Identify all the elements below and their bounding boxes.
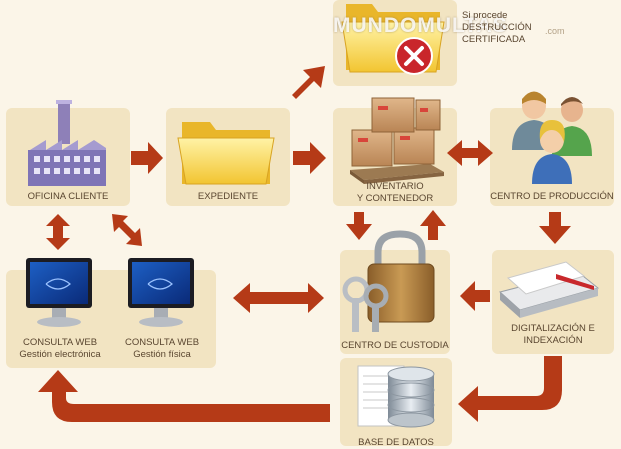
arrow-inventario-custodia <box>346 212 372 240</box>
people-group-icon <box>512 91 592 184</box>
factory-icon <box>28 100 106 186</box>
label-consulta-fisica: CONSULTA WEB Gestión física <box>124 337 200 360</box>
label-inventario: INVENTARIO Y CONTENEDOR <box>356 181 434 204</box>
arrow-custodia-inventario <box>420 210 446 240</box>
arrow-to-destruccion <box>292 66 325 99</box>
arrow-inventario-produccion <box>447 140 493 166</box>
arrow-base-datos-consulta <box>38 370 330 422</box>
label-oficina-cliente: OFICINA CLIENTE <box>27 191 109 202</box>
monitor-icon <box>26 258 92 327</box>
watermark-suffix: .com <box>545 26 565 36</box>
monitor-icon <box>128 258 194 327</box>
label-centro-produccion: CENTRO DE PRODUCCIÓN <box>490 191 614 202</box>
arrow-digitalizacion-base-datos <box>458 356 562 422</box>
label-expediente: EXPEDIENTE <box>197 191 259 202</box>
label-base-datos: BASE DE DATOS <box>358 437 434 448</box>
arrow-expediente-inventario <box>293 142 326 174</box>
label-destruccion: Si procede DESTRUCCIÓN CERTIFICADA <box>462 10 532 45</box>
flow-arrows <box>38 66 571 422</box>
arrow-oficina-consulta-e <box>46 214 70 250</box>
folder-icon <box>177 122 275 185</box>
boxes-pallet-icon <box>350 97 444 184</box>
arrow-oficina-expediente <box>131 142 163 174</box>
label-centro-custodia: CENTRO DE CUSTODIA <box>341 340 449 351</box>
arrow-oficina-consulta-f <box>112 214 142 246</box>
label-consulta-electronica: CONSULTA WEB Gestión electrónica <box>19 337 101 360</box>
arrow-digitalizacion-custodia <box>460 281 490 311</box>
watermark: MUNDOMULTAS <box>333 14 508 37</box>
folder-delete-icon <box>341 4 445 75</box>
padlock-keys-icon <box>342 230 435 332</box>
scanner-icon <box>498 261 600 318</box>
arrow-produccion-digitalizacion <box>539 212 571 244</box>
arrow-consulta-custodia <box>233 283 324 313</box>
label-digitalizacion: DIGITALIZACIÓN E INDEXACIÓN <box>511 323 595 346</box>
database-icon <box>357 365 435 428</box>
